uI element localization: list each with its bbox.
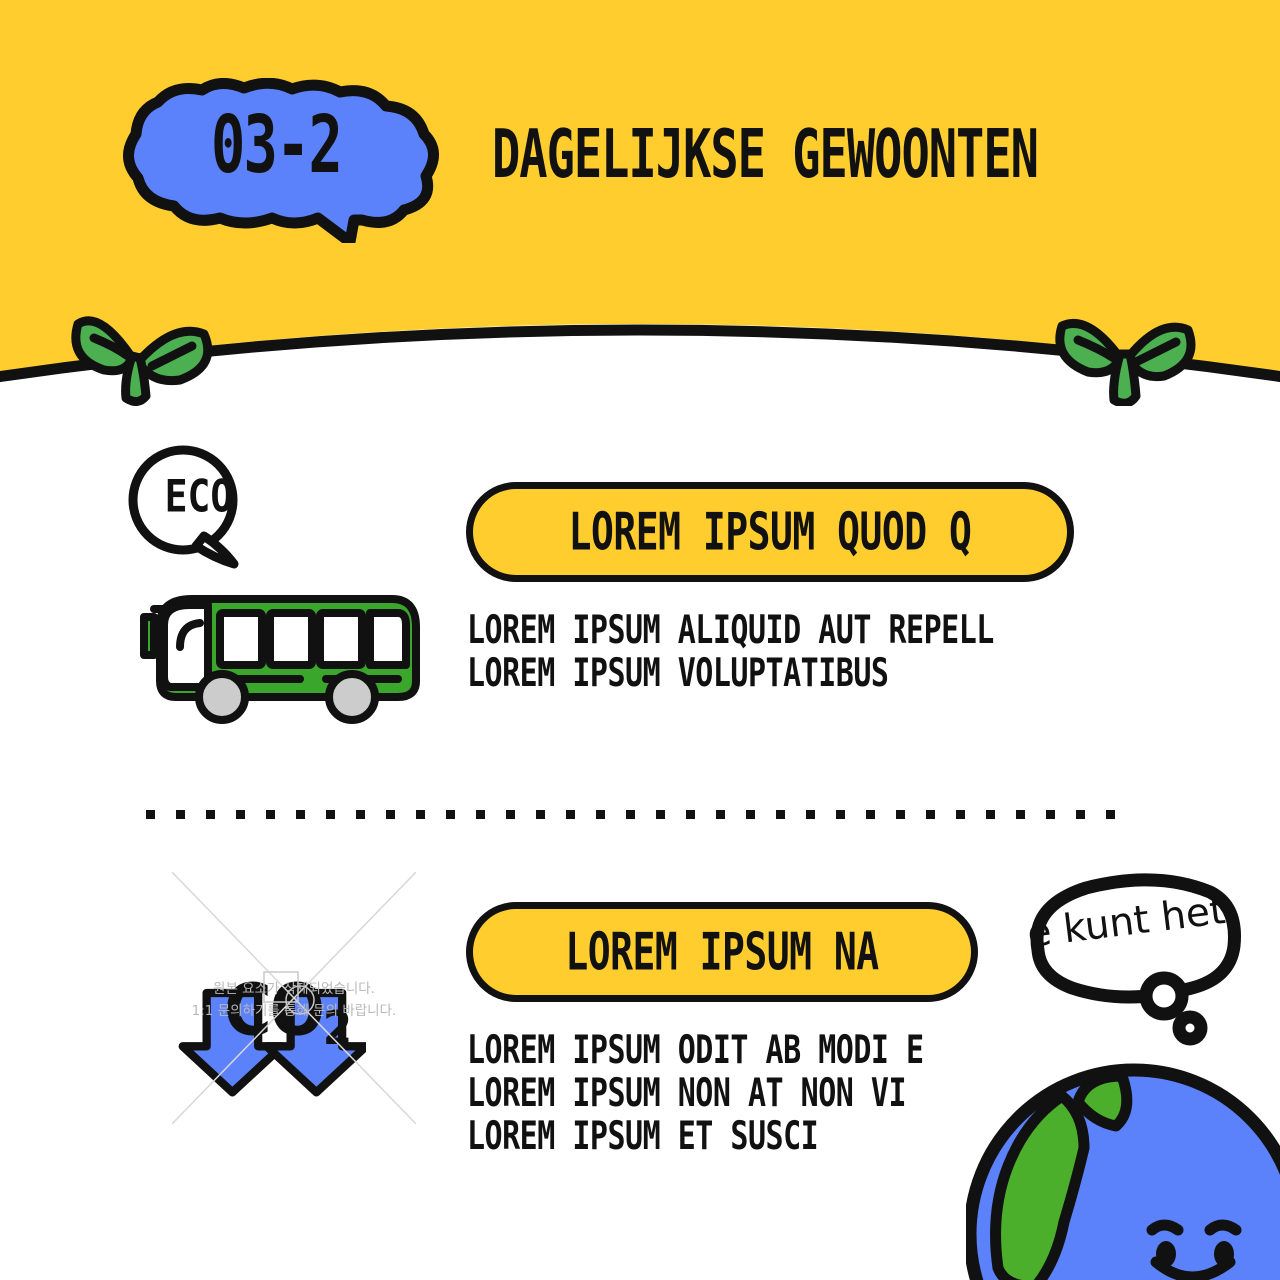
body-line: LOREM IPSUM ET SUSCI xyxy=(467,1114,819,1160)
section-body-1: LOREM IPSUM ALIQUID AUT REPELL LOREM IPS… xyxy=(467,608,994,698)
section-heading-2: LOREM IPSUM NA xyxy=(565,922,879,982)
eco-label: ECO xyxy=(164,470,234,522)
earth-character xyxy=(966,1063,1280,1280)
bus-icon xyxy=(140,595,420,724)
sprout-icon-left xyxy=(71,316,213,406)
earth-eye-left xyxy=(1156,1241,1176,1267)
co2-label-main: CO xyxy=(224,968,325,1052)
section-badge: 03-2 xyxy=(104,78,454,243)
badge-bubble-shape xyxy=(123,78,439,243)
section-heading-pill-1[interactable]: LOREM IPSUM QUOD Q xyxy=(466,482,1074,582)
thought-bubble xyxy=(1030,873,1241,1046)
sprout-icon-right xyxy=(1055,318,1196,406)
body-line: LOREM IPSUM NON AT NON VI xyxy=(467,1071,907,1117)
body-line: LOREM IPSUM VOLUPTATIBUS xyxy=(467,651,889,697)
page-title: DAGELIJKSE GEWOONTEN xyxy=(492,116,1039,195)
dotted-divider xyxy=(146,810,1136,819)
badge-number: 03-2 xyxy=(210,97,343,191)
eco-speech-bubble xyxy=(128,445,239,569)
co2-label-subscript: 2 xyxy=(322,1002,352,1056)
section-heading-1: LOREM IPSUM QUOD Q xyxy=(568,502,972,562)
section-heading-pill-2[interactable]: LOREM IPSUM NA xyxy=(466,902,978,1002)
body-line: LOREM IPSUM ALIQUID AUT REPELL xyxy=(467,608,994,654)
co2-label: CO2 xyxy=(224,968,352,1055)
earth-eye-right xyxy=(1214,1241,1234,1267)
body-line: LOREM IPSUM ODIT AB MODI E xyxy=(467,1028,924,1074)
section-body-2: LOREM IPSUM ODIT AB MODI E LOREM IPSUM N… xyxy=(467,1028,924,1161)
